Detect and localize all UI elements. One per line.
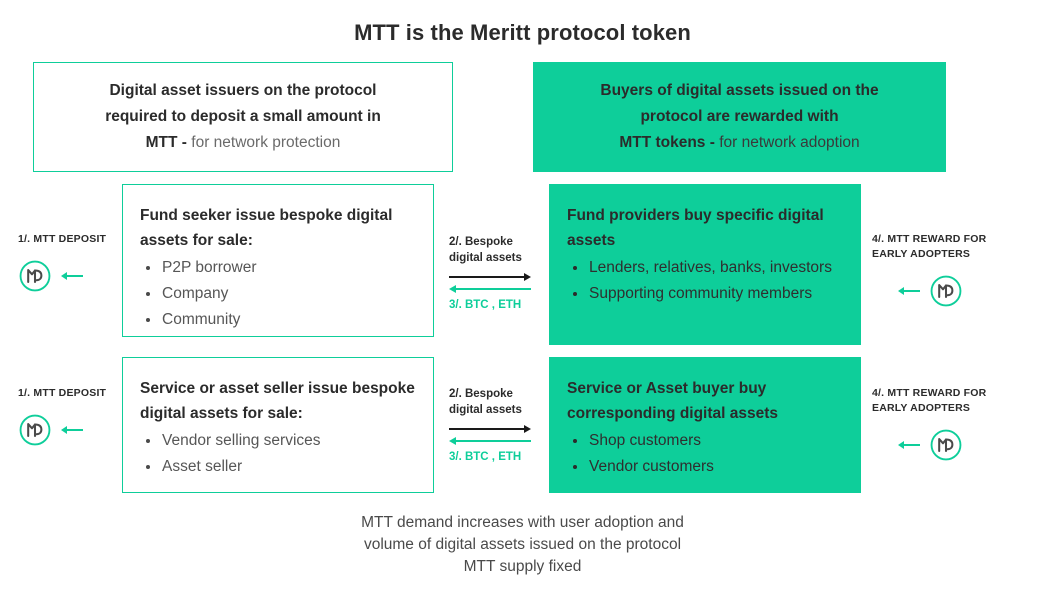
list-item: Asset seller — [140, 454, 416, 480]
arrow-left-icon — [449, 284, 531, 294]
card-fund-providers: Fund providers buy specific digital asse… — [549, 184, 861, 345]
mtt-deposit-group-top: 1/. MTT DEPOSIT — [18, 232, 148, 293]
mtt-reward-group-bottom: 4/. MTT REWARD FOR EARLY ADOPTERS — [872, 386, 1002, 462]
transfer-group-top: 2/. Bespoke digital assets 3/. BTC , ETH — [449, 234, 535, 313]
footer-line1: MTT demand increases with user adoption … — [361, 514, 684, 531]
arrow-right-icon — [449, 272, 531, 282]
mtt-reward-label: 4/. MTT REWARD FOR EARLY ADOPTERS — [872, 232, 1002, 262]
list-item: Vendor customers — [567, 454, 843, 480]
banner-buyers: Buyers of digital assets issued on the p… — [533, 62, 946, 172]
mtt-deposit-group-bottom: 1/. MTT DEPOSIT — [18, 386, 148, 447]
banner-buyers-line2: protocol are rewarded with — [640, 108, 839, 125]
list-item: Company — [140, 281, 416, 307]
card-service-buyer-heading: Service or Asset buyer buy corresponding… — [567, 380, 779, 422]
mtt-deposit-label: 1/. MTT DEPOSIT — [18, 387, 107, 399]
mtt-token-logo-icon — [19, 414, 51, 446]
btc-eth-label: 3/. BTC , ETH — [449, 299, 522, 311]
arrow-right-icon — [449, 424, 531, 434]
card-service-seller-heading: Service or asset seller issue bespoke di… — [140, 380, 415, 422]
mtt-deposit-label: 1/. MTT DEPOSIT — [18, 233, 107, 245]
btc-eth-label: 3/. BTC , ETH — [449, 451, 522, 463]
banner-issuers-line2: required to deposit a small amount in — [105, 108, 381, 125]
list-item: Lenders, relatives, banks, investors — [567, 255, 843, 281]
transfer-group-bottom: 2/. Bespoke digital assets 3/. BTC , ETH — [449, 386, 535, 465]
footer-line3: MTT supply fixed — [463, 558, 582, 575]
bespoke-assets-label: 2/. Bespoke digital assets — [449, 386, 535, 418]
card-fund-providers-list: Lenders, relatives, banks, investors Sup… — [567, 255, 843, 307]
card-service-buyer: Service or Asset buyer buy corresponding… — [549, 357, 861, 493]
banner-issuers: Digital asset issuers on the protocol re… — [33, 62, 453, 172]
bespoke-assets-label: 2/. Bespoke digital assets — [449, 234, 535, 266]
banner-issuers-line3-bold: MTT - — [145, 134, 187, 151]
mtt-reward-line1: 4/. MTT REWARD FOR — [872, 233, 987, 245]
mtt-reward-label: 4/. MTT REWARD FOR EARLY ADOPTERS — [872, 386, 1002, 416]
mtt-reward-line1: 4/. MTT REWARD FOR — [872, 387, 987, 399]
mtt-reward-row — [872, 274, 1002, 308]
footer-line2: volume of digital assets issued on the p… — [363, 536, 682, 553]
card-fund-seeker-heading: Fund seeker issue bespoke digital assets… — [140, 207, 393, 249]
mtt-reward-row — [872, 428, 1002, 462]
arrow-left-icon — [61, 424, 83, 436]
list-item: Community — [140, 307, 416, 333]
card-service-buyer-list: Shop customers Vendor customers — [567, 428, 843, 480]
banner-issuers-line3-regular: for network protection — [186, 134, 341, 151]
mtt-reward-line2: EARLY ADOPTERS — [872, 402, 971, 414]
mtt-reward-line2: EARLY ADOPTERS — [872, 248, 971, 260]
card-fund-providers-heading: Fund providers buy specific digital asse… — [567, 207, 824, 249]
footer-note: MTT demand increases with user adoption … — [0, 512, 1045, 578]
banner-buyers-text: Buyers of digital assets issued on the p… — [600, 78, 878, 156]
bespoke-assets-line1: 2/. Bespoke — [449, 236, 513, 248]
mtt-deposit-row — [18, 259, 148, 293]
banner-buyers-line3-regular: for network adoption — [714, 134, 860, 151]
card-service-seller: Service or asset seller issue bespoke di… — [122, 357, 434, 493]
arrow-left-icon — [449, 436, 531, 446]
card-fund-seeker-list: P2P borrower Company Community — [140, 255, 416, 333]
mtt-token-logo-icon — [930, 429, 962, 461]
bespoke-assets-line2: digital assets — [449, 252, 522, 264]
bespoke-assets-line2: digital assets — [449, 404, 522, 416]
mtt-deposit-row — [18, 413, 148, 447]
banner-issuers-line1: Digital asset issuers on the protocol — [109, 82, 377, 99]
list-item: Supporting community members — [567, 281, 843, 307]
list-item: Vendor selling services — [140, 428, 416, 454]
bespoke-assets-line1: 2/. Bespoke — [449, 388, 513, 400]
banner-issuers-text: Digital asset issuers on the protocol re… — [105, 78, 381, 156]
page-title: MTT is the Meritt protocol token — [354, 20, 691, 45]
arrow-left-icon — [61, 270, 83, 282]
card-service-seller-list: Vendor selling services Asset seller — [140, 428, 416, 480]
list-item: Shop customers — [567, 428, 843, 454]
mtt-token-logo-icon — [19, 260, 51, 292]
card-fund-seeker: Fund seeker issue bespoke digital assets… — [122, 184, 434, 337]
arrow-left-icon — [898, 439, 920, 451]
list-item: P2P borrower — [140, 255, 416, 281]
banner-buyers-line1: Buyers of digital assets issued on the — [600, 82, 879, 99]
mtt-reward-group-top: 4/. MTT REWARD FOR EARLY ADOPTERS — [872, 232, 1002, 308]
arrow-left-icon — [898, 285, 920, 297]
mtt-token-logo-icon — [930, 275, 962, 307]
banner-buyers-line3-bold: MTT tokens - — [619, 134, 715, 151]
